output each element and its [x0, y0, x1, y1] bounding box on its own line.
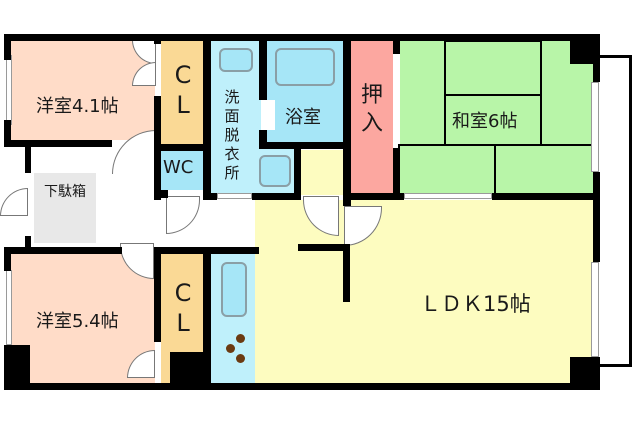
window [217, 193, 252, 199]
wall [570, 34, 600, 64]
shoe-box [34, 173, 96, 243]
wall [25, 236, 31, 250]
oshiire-label: 押入 [360, 83, 383, 136]
wall [4, 247, 11, 271]
wall [570, 357, 600, 390]
wall [492, 193, 600, 200]
western-room-4-1 [10, 40, 155, 140]
wall [154, 190, 168, 198]
wall [294, 142, 301, 200]
stove-burner-icon [226, 344, 235, 353]
washroom-label: 洗面脱衣所 [224, 88, 240, 182]
window [591, 262, 599, 357]
window [6, 55, 12, 125]
tatami-mat [494, 144, 596, 196]
wall [4, 120, 11, 146]
oshiire-closet [350, 40, 393, 195]
wall [343, 244, 350, 302]
wall [170, 352, 206, 386]
bath-door-opening [261, 100, 275, 130]
stove-burner-icon [236, 354, 245, 363]
wall [203, 34, 211, 200]
wall [393, 148, 400, 200]
stove-burner-icon [236, 334, 245, 343]
wall [4, 34, 600, 41]
toilet [161, 150, 203, 190]
bathtub-icon [275, 48, 335, 86]
wall [154, 247, 161, 342]
ldk [255, 200, 595, 383]
window [404, 193, 492, 199]
washbasin-icon [219, 48, 253, 72]
wall [593, 172, 600, 262]
wall [4, 345, 30, 389]
closet-lower-label: CL [174, 279, 192, 337]
wall [203, 247, 211, 387]
wall [343, 193, 404, 200]
wall [259, 34, 267, 100]
wall [4, 140, 112, 147]
sink-icon [221, 262, 247, 317]
closet-upper [161, 40, 203, 144]
tatami-mat [444, 40, 542, 96]
wall [343, 34, 351, 206]
western-room-5-4-label: 洋室5.4帖 [36, 311, 119, 332]
toilet-label: WC [163, 157, 194, 178]
wall [259, 142, 345, 149]
wall [154, 144, 206, 151]
wall [4, 34, 11, 60]
wall [25, 140, 31, 173]
wall [252, 193, 300, 200]
door-swing [166, 196, 200, 234]
japanese-room-label: 和室6帖 [452, 111, 518, 132]
balcony [598, 55, 632, 367]
window [6, 270, 12, 345]
wall [154, 34, 161, 44]
shoe-box-label: 下駄箱 [44, 184, 86, 200]
wall [393, 34, 400, 54]
wall [203, 193, 217, 200]
wall [259, 130, 267, 144]
wall [4, 247, 122, 254]
western-room-4-1-label: 洋室4.1帖 [36, 96, 119, 117]
storage-small [300, 150, 343, 195]
japanese-room [400, 40, 596, 195]
door-swing [0, 188, 28, 216]
window [591, 82, 599, 172]
closet-upper-label: CL [174, 61, 192, 119]
ldk-label: ＬＤＫ15帖 [420, 292, 531, 316]
bathroom-label: 浴室 [285, 107, 321, 128]
washing-machine-icon [259, 155, 291, 187]
tatami-mat [398, 144, 496, 196]
wall [298, 244, 350, 251]
wall [4, 383, 600, 390]
